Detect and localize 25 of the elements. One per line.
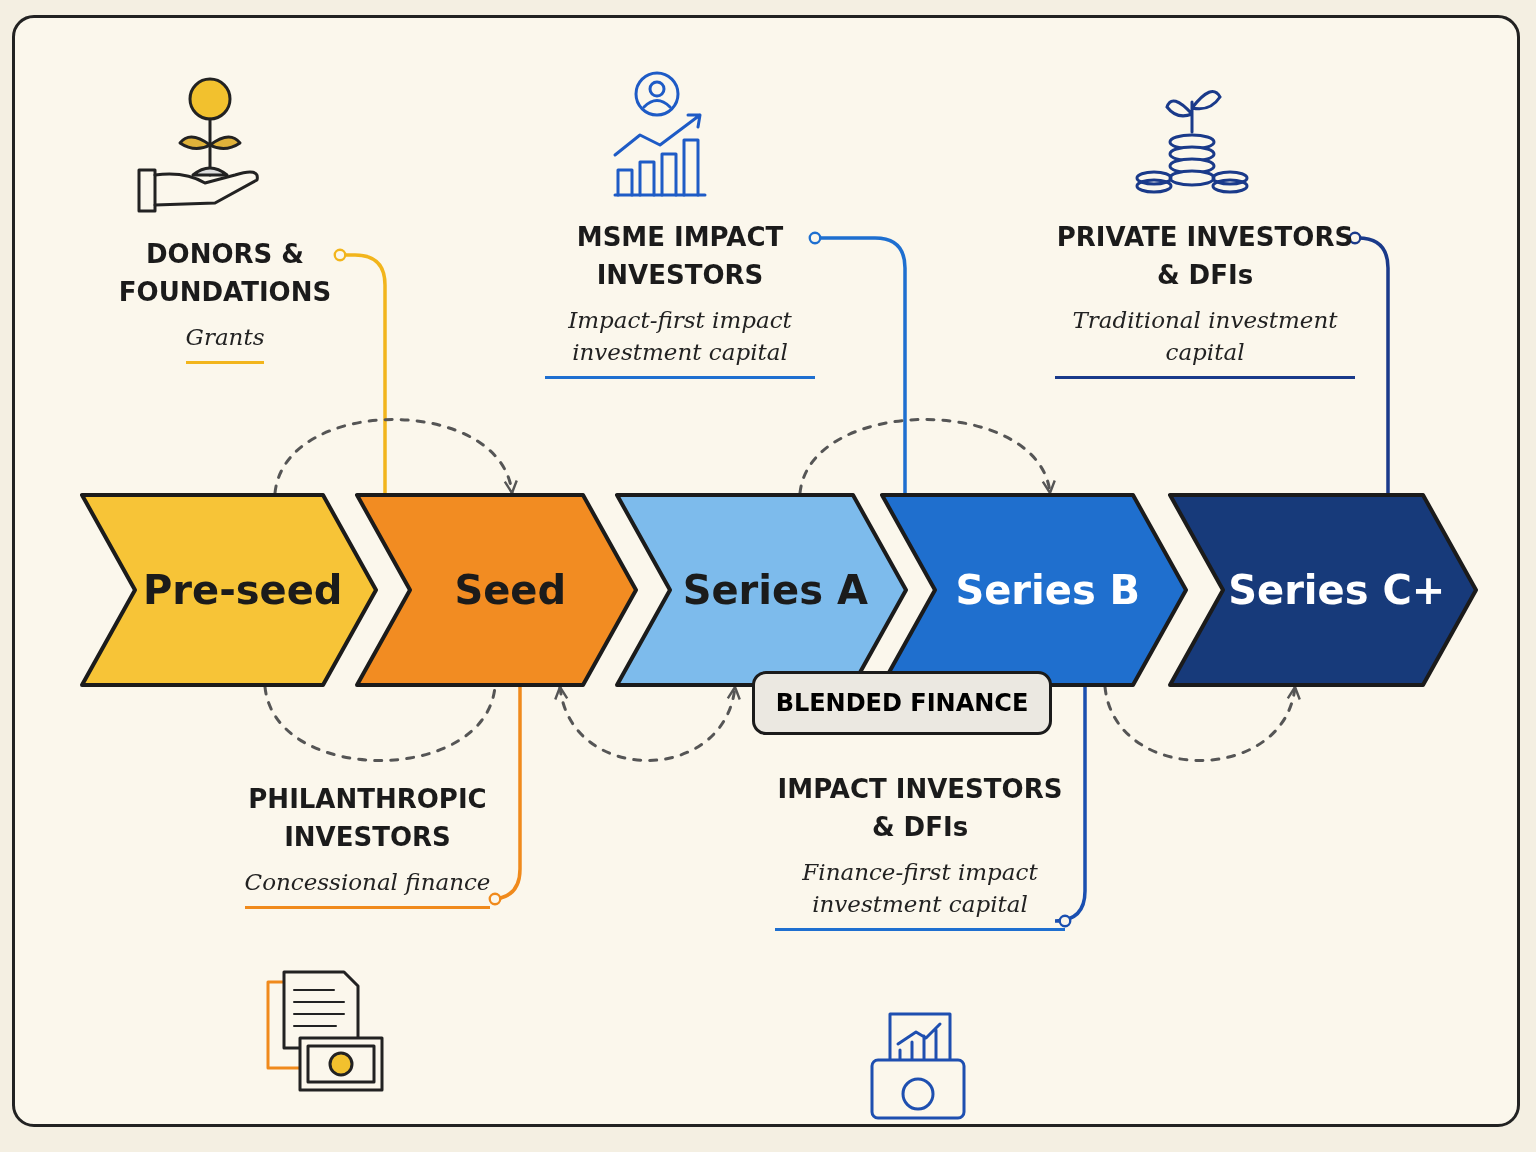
funding-type-text: Impact-first impact investment capital <box>545 304 815 379</box>
dashed-arrow <box>555 685 740 762</box>
funder-heading: IMPACT INVESTORS & DFIs <box>776 773 1064 844</box>
dashed-arrow <box>1103 685 1300 762</box>
connector-line <box>808 231 907 495</box>
funder-heading: PHILANTHROPIC INVESTORS <box>247 783 488 854</box>
connector-line <box>488 685 522 906</box>
connector-line <box>333 248 387 495</box>
stage-label: Series A <box>682 567 868 613</box>
stage-label: Series B <box>955 567 1141 613</box>
funder-heading: PRIVATE INVESTORS & DFIs <box>1055 221 1355 292</box>
funding-type-text: Grants <box>185 321 265 364</box>
funding-type-text: Traditional investment capital <box>1055 304 1355 379</box>
connector-line <box>1348 231 1390 495</box>
dashed-arrow <box>273 418 516 495</box>
funder-heading: DONORS & FOUNDATIONS <box>117 238 333 309</box>
callout-tag: BLENDED FINANCE <box>752 671 1052 735</box>
funder-heading: MSME IMPACT INVESTORS <box>575 221 785 292</box>
funding-type-text: Finance-first impact investment capital <box>775 856 1065 931</box>
connector-line <box>1053 685 1087 928</box>
funding-type-text: Concessional finance <box>244 866 491 909</box>
stage-label: Series C+ <box>1228 567 1446 613</box>
stage-label: Seed <box>454 567 567 613</box>
stage-label: Pre-seed <box>143 567 343 613</box>
dashed-arrow <box>798 418 1054 495</box>
